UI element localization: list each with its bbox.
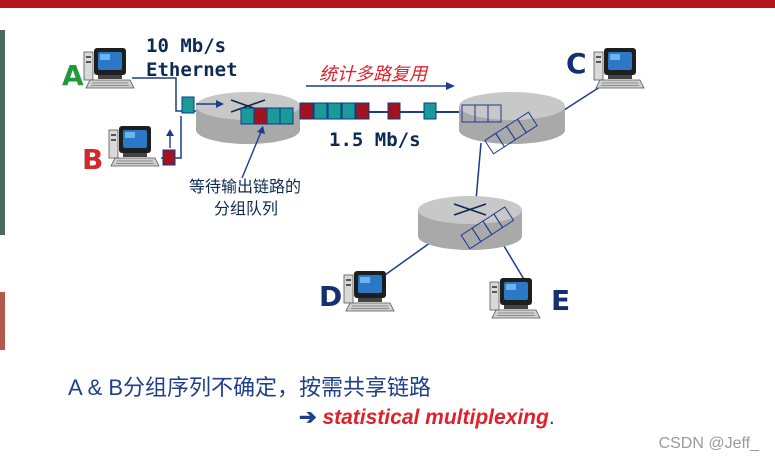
host-b-label: B — [82, 143, 103, 176]
queue-note-pointer-head — [257, 126, 265, 134]
slide: A B C D E 10 Mb/s Ethernet 1.5 Mb/s 统计多路… — [6, 8, 767, 457]
packet-arrow-b-head — [166, 129, 174, 136]
frame-left-strip — [0, 30, 5, 235]
host-a-label: A — [62, 59, 84, 92]
link-router2-router3 — [475, 142, 482, 201]
watermark: CSDN @Jeff_ — [658, 435, 759, 452]
host-d-label: D — [319, 280, 342, 313]
router-3-queue — [460, 206, 515, 250]
summary-text: A & B分组序列不确定，按需共享链路 — [68, 375, 432, 400]
ethernet-rate-label: 10 Mb/s — [146, 35, 226, 57]
frame-left-strip-lower — [0, 292, 5, 350]
stat-mux-period: . — [548, 406, 555, 429]
queue-note-pointer — [241, 131, 262, 179]
router-2-queue-down — [484, 111, 538, 155]
stat-mux-cn-label: 统计多路复用 — [319, 64, 429, 85]
host-d-computer — [343, 270, 395, 312]
host-a-computer — [83, 47, 135, 89]
host-e-computer — [489, 277, 541, 319]
host-e-label: E — [551, 284, 570, 317]
host-c-label: C — [566, 47, 587, 80]
link-router3-d — [377, 239, 435, 281]
router-1-queue — [240, 107, 294, 125]
router-3 — [418, 196, 522, 250]
packet-from-a — [181, 96, 195, 114]
arrow-icon: ➔ — [299, 406, 317, 429]
network-diagram: A B C D E 10 Mb/s Ethernet 1.5 Mb/s 统计多路… — [62, 35, 645, 319]
ethernet-label: Ethernet — [146, 59, 238, 81]
stat-mux-en-text: statistical multiplexing — [322, 406, 549, 429]
router-2 — [459, 92, 565, 144]
stat-mux-line: ➔ statistical multiplexing. — [299, 405, 555, 430]
host-b-computer — [108, 125, 160, 167]
queue-note-line1: 等待输出链路的 — [189, 177, 301, 196]
queue-note-line2: 分组队列 — [214, 199, 278, 218]
packet-from-b — [162, 149, 176, 166]
host-c-computer — [593, 47, 645, 89]
trunk-rate-label: 1.5 Mb/s — [329, 129, 421, 151]
frame-top-border — [0, 0, 775, 8]
stat-mux-arrow-head — [446, 82, 455, 90]
router-2-queue-c — [461, 104, 502, 123]
packet-arrow-a-head — [216, 100, 224, 108]
trunk-packets — [299, 102, 437, 120]
